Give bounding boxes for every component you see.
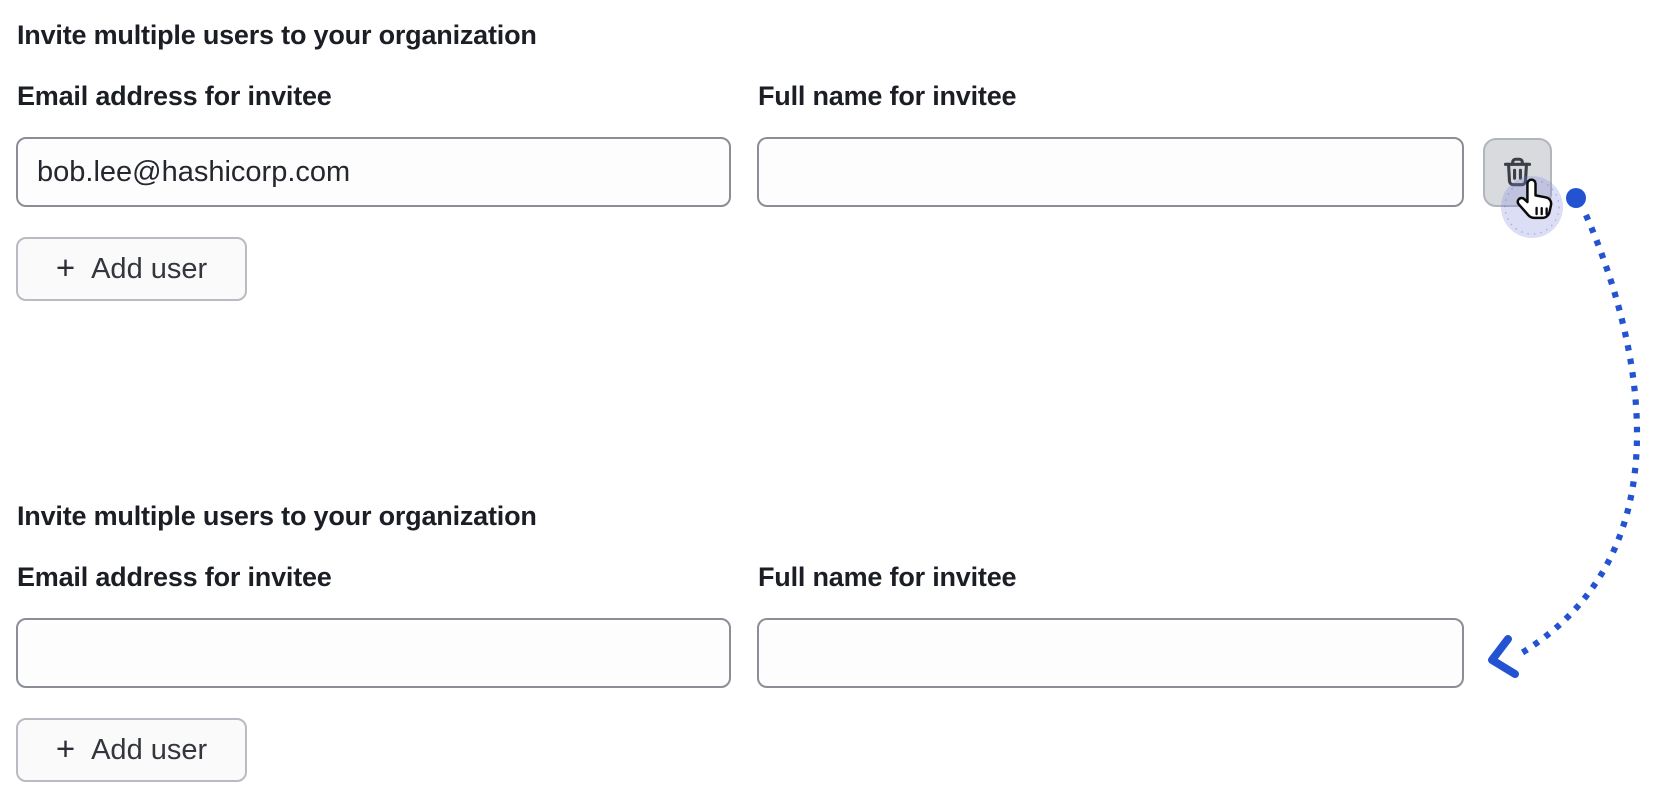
trash-icon bbox=[1503, 157, 1532, 187]
form-heading: Invite multiple users to your organizati… bbox=[17, 20, 537, 50]
arrow-head bbox=[1488, 635, 1519, 678]
plus-icon: + bbox=[55, 249, 76, 286]
full-name-input[interactable] bbox=[757, 618, 1464, 688]
add-user-label: Add user bbox=[91, 252, 208, 285]
plus-icon: + bbox=[55, 730, 76, 767]
full-name-label: Full name for invitee bbox=[758, 81, 1017, 111]
email-label: Email address for invitee bbox=[17, 81, 332, 111]
delete-row-button[interactable] bbox=[1483, 138, 1552, 207]
email-input[interactable] bbox=[16, 618, 731, 688]
add-user-button[interactable]: + Add user bbox=[16, 718, 247, 782]
email-label: Email address for invitee bbox=[17, 562, 332, 592]
add-user-label: Add user bbox=[91, 733, 208, 766]
email-input[interactable] bbox=[16, 137, 731, 207]
full-name-input[interactable] bbox=[757, 137, 1464, 207]
full-name-label: Full name for invitee bbox=[758, 562, 1017, 592]
dotted-arrow bbox=[1518, 213, 1641, 657]
arrow-start-dot bbox=[1566, 188, 1586, 208]
form-heading: Invite multiple users to your organizati… bbox=[17, 501, 537, 531]
add-user-button[interactable]: + Add user bbox=[16, 237, 247, 301]
